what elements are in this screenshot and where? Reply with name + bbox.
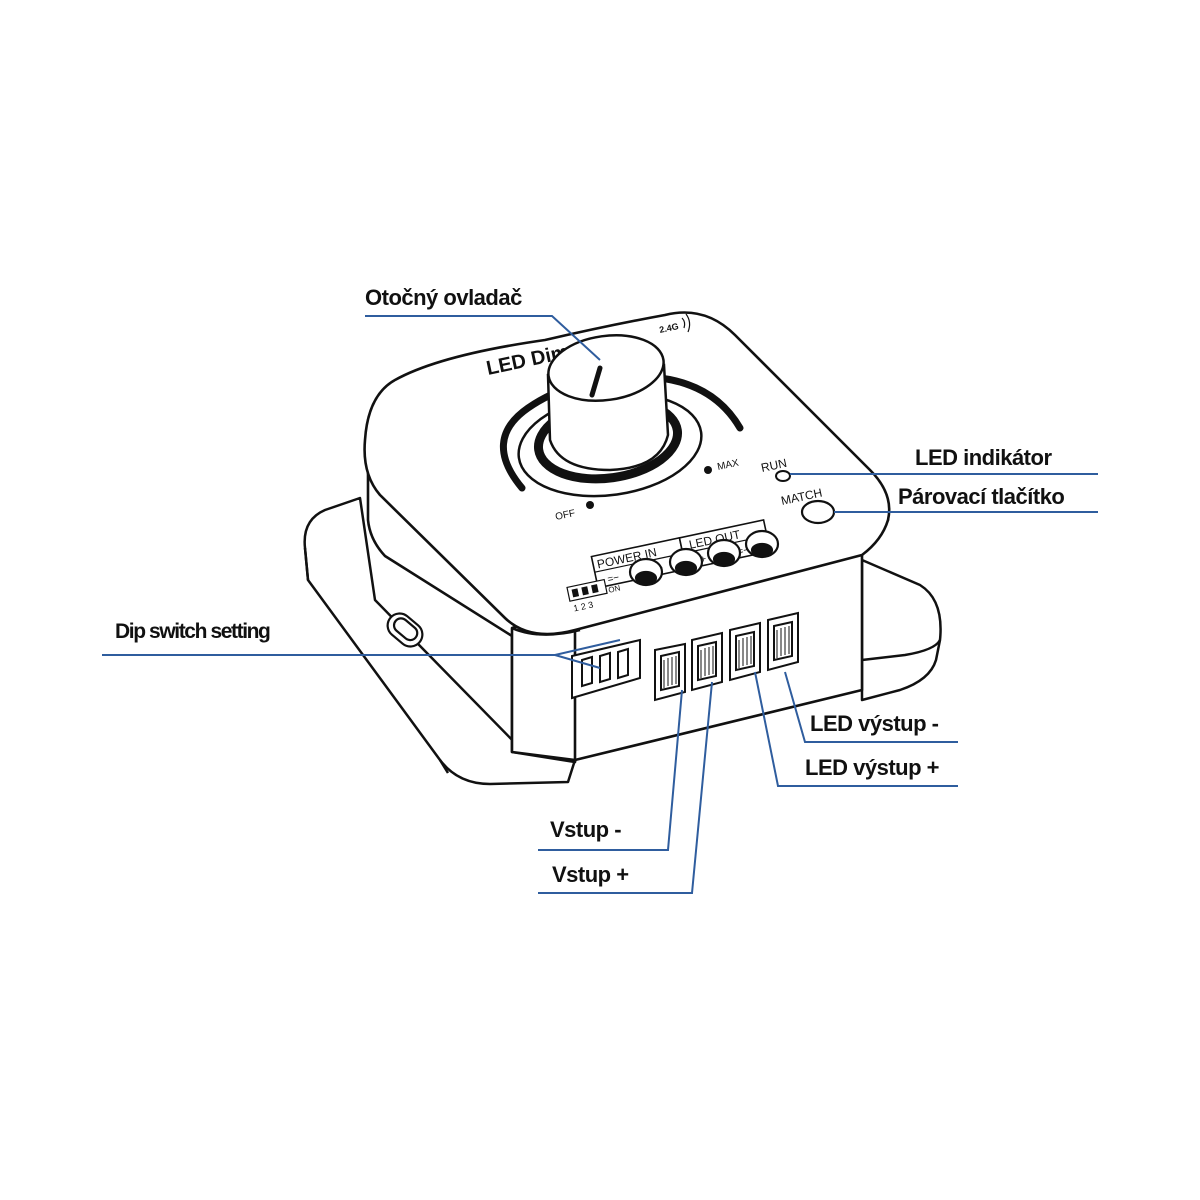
wireless-badge: 2.4G [658, 321, 679, 335]
screw-icon [668, 547, 704, 577]
callout-led-output-plus: LED výstup + [805, 755, 939, 780]
match-button[interactable] [800, 499, 836, 525]
connector-input-minus [654, 642, 686, 702]
dip-switch-legend: 1 2 3 ON [566, 578, 622, 614]
leader-dip-switch [102, 639, 621, 669]
leader-input-plus [538, 681, 713, 894]
callout-input-plus: Vstup + [552, 862, 629, 887]
leader-led-output-plus [754, 671, 958, 787]
leader-input-minus [538, 689, 683, 851]
off-dot [586, 501, 594, 509]
knob-off-label: OFF [554, 508, 576, 523]
leader-lines [102, 315, 1098, 894]
dip-numbers: 1 2 3 [572, 600, 594, 614]
callout-rotary-knob: Otočný ovladač [365, 285, 522, 310]
output-connectors [654, 611, 799, 702]
screw-icon [706, 538, 742, 568]
callout-led-indicator: LED indikátor [915, 445, 1052, 470]
dip-switch-block[interactable] [571, 638, 641, 700]
rotary-knob[interactable] [512, 328, 708, 507]
dip-on-label: ON [608, 583, 622, 594]
callout-pairing-button: Párovací tlačítko [898, 484, 1065, 509]
run-label: RUN [760, 456, 788, 475]
callout-led-output-minus: LED výstup - [810, 711, 939, 736]
leader-led-output-minus [784, 671, 958, 743]
wifi-icon [681, 313, 691, 333]
mounting-slot-icon [386, 612, 424, 648]
callout-input-minus: Vstup - [550, 817, 622, 842]
screw-icon [628, 557, 664, 587]
terminal-sign: =− [607, 572, 621, 585]
max-dot [704, 466, 712, 474]
knob-max-label: MAX [716, 458, 740, 473]
leader-rotary-knob [365, 315, 601, 361]
led-indicator-light [775, 470, 791, 482]
connector-led-minus [767, 611, 799, 672]
callout-dip-switch: Dip switch setting [115, 620, 271, 643]
connector-input-plus [691, 631, 723, 692]
connector-led-plus [729, 621, 761, 682]
screw-icon [744, 529, 780, 559]
terminal-screws [628, 529, 780, 587]
